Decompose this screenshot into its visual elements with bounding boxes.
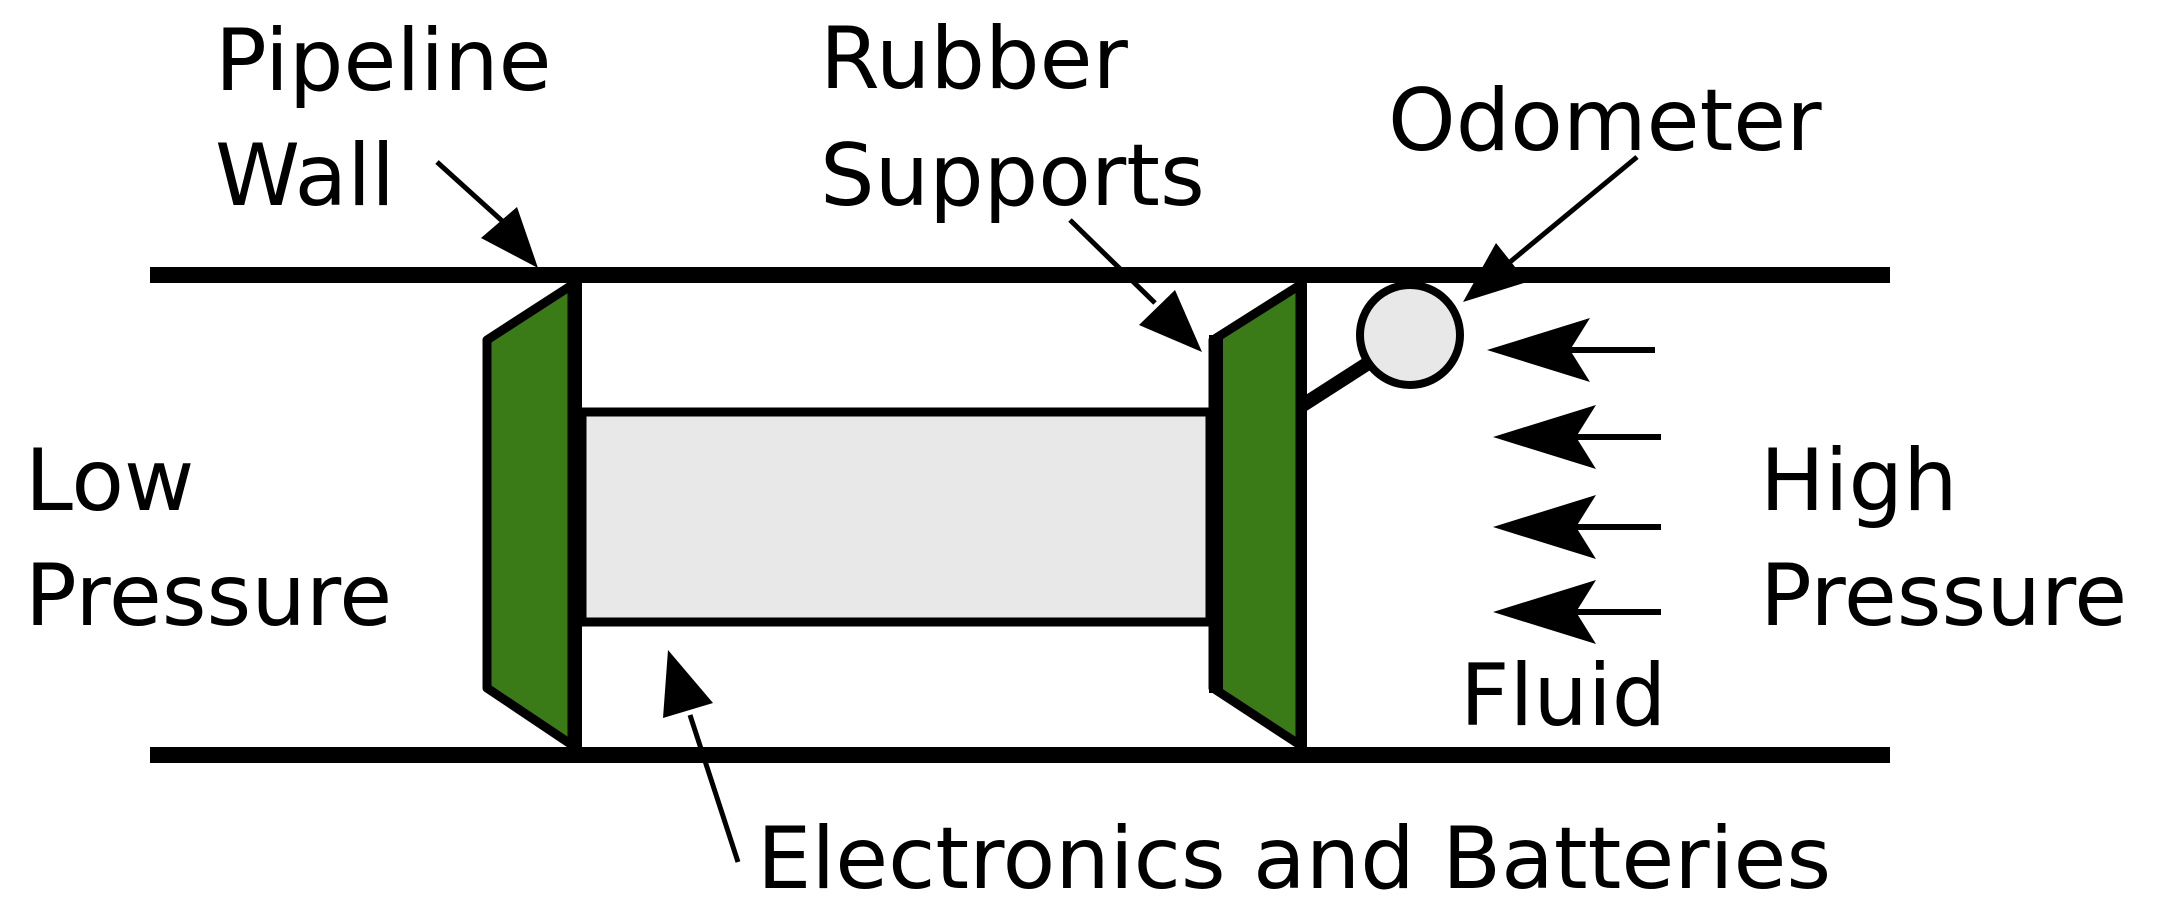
fluid-flow-arrows [1487, 318, 1661, 644]
flow-arrowhead-icon [1493, 405, 1596, 469]
odometer-label: Odometer [1388, 71, 1822, 171]
fluid-label: Fluid [1460, 646, 1666, 746]
pipeline-wall-arrowhead [481, 207, 538, 268]
odometer-arrowhead [1463, 243, 1527, 302]
electronics-pointer [687, 714, 741, 863]
electronics-arrowhead [663, 650, 713, 718]
rubber-supports-label-line2: Supports [820, 126, 1205, 226]
rubber-support-right [1208, 280, 1305, 750]
electronics-body [577, 407, 1215, 627]
odometer-wheel [1356, 281, 1464, 389]
low-pressure-label-line1: Low [25, 431, 194, 531]
odometer-pointer [1508, 155, 1639, 264]
high-pressure-label-line2: Pressure [1760, 546, 2127, 646]
rubber-supports-pointer [1068, 218, 1157, 305]
flow-arrowhead-icon [1487, 318, 1590, 382]
pipeline-wall-label-line2: Wall [215, 126, 395, 226]
pipeline-wall-label-line1: Pipeline [215, 11, 552, 111]
high-pressure-label-line1: High [1760, 431, 1958, 531]
rubber-support-left [482, 280, 577, 750]
rubber-supports-label-line1: Rubber [820, 9, 1128, 109]
rubber-supports-arrowhead [1139, 290, 1202, 352]
low-pressure-label-line2: Pressure [25, 546, 392, 646]
flow-arrowhead-icon [1493, 580, 1596, 644]
pipeline-wall-pointer [435, 160, 512, 230]
electronics-label: Electronics and Batteries [757, 809, 1831, 909]
flow-arrowhead-icon [1493, 495, 1596, 559]
